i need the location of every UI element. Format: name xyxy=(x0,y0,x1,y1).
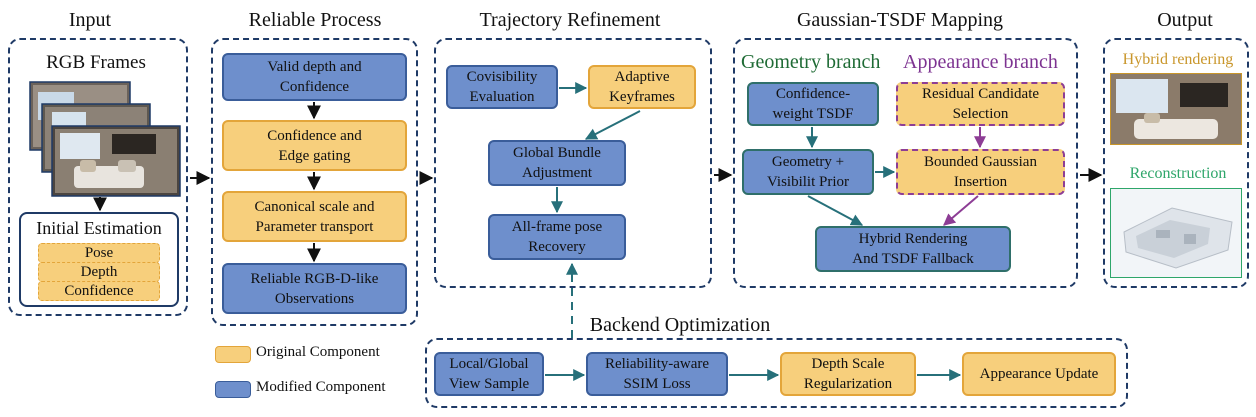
appearance-branch-label: Appearance branch xyxy=(903,51,1058,73)
reliable-panel xyxy=(211,38,418,326)
geometry-visibility-prior-box: Geometry + Visibilit Prior xyxy=(742,149,874,195)
rgb-frames-label: RGB Frames xyxy=(46,52,146,73)
legend-modified-label: Modified Component xyxy=(256,379,386,395)
adaptive-keyframes-box: Adaptive Keyframes xyxy=(588,65,696,109)
legend-original-label: Original Component xyxy=(256,344,380,360)
legend-modified-swatch xyxy=(215,381,251,398)
all-frame-pose-box: All-frame pose Recovery xyxy=(488,214,626,260)
initial-pose: Pose xyxy=(38,243,160,263)
stage-title-output: Output xyxy=(1157,9,1213,31)
backend-panel xyxy=(425,338,1128,408)
residual-candidate-box: Residual Candidate Selection xyxy=(896,82,1065,126)
initial-estimation-label: Initial Estimation xyxy=(36,218,162,238)
stage-title-trajectory: Trajectory Refinement xyxy=(479,9,661,31)
geometry-branch-label: Geometry branch xyxy=(741,51,881,73)
hybrid-rendering-box: Hybrid Rendering And TSDF Fallback xyxy=(815,226,1011,272)
stage-title-input: Input xyxy=(68,9,112,31)
initial-depth: Depth xyxy=(38,262,160,282)
legend-original-swatch xyxy=(215,346,251,363)
backend-title: Backend Optimization xyxy=(589,314,771,336)
reconstruction-image xyxy=(1110,188,1242,278)
covisibility-evaluation-box: Covisibility Evaluation xyxy=(446,65,558,109)
hybrid-rendering-label: Hybrid rendering xyxy=(1122,51,1234,68)
bounded-gaussian-box: Bounded Gaussian Insertion xyxy=(896,149,1065,195)
mapping-panel xyxy=(733,38,1078,288)
confidence-edge-gating-box: Confidence and Edge gating xyxy=(222,120,407,171)
reconstruction-label: Reconstruction xyxy=(1129,165,1227,182)
hybrid-rendering-image xyxy=(1110,73,1242,145)
canonical-scale-box: Canonical scale and Parameter transport xyxy=(222,191,407,242)
reliable-observations-box: Reliable RGB-D-like Observations xyxy=(222,263,407,314)
confidence-weight-tsdf-box: Confidence- weight TSDF xyxy=(747,82,879,126)
output-panel xyxy=(1103,38,1249,288)
appearance-update-box: Appearance Update xyxy=(962,352,1116,396)
input-panel xyxy=(8,38,188,316)
trajectory-panel xyxy=(434,38,712,288)
depth-scale-box: Depth Scale Regularization xyxy=(780,352,916,396)
global-bundle-adjustment-box: Global Bundle Adjustment xyxy=(488,140,626,186)
valid-depth-confidence-box: Valid depth and Confidence xyxy=(222,53,407,101)
initial-estimation-box xyxy=(19,212,179,307)
ssim-loss-box: Reliability-aware SSIM Loss xyxy=(586,352,728,396)
view-sample-box: Local/Global View Sample xyxy=(434,352,544,396)
stage-title-mapping: Gaussian-TSDF Mapping xyxy=(796,9,1004,31)
initial-confidence: Confidence xyxy=(38,281,160,301)
stage-title-reliable: Reliable Process xyxy=(248,9,382,31)
